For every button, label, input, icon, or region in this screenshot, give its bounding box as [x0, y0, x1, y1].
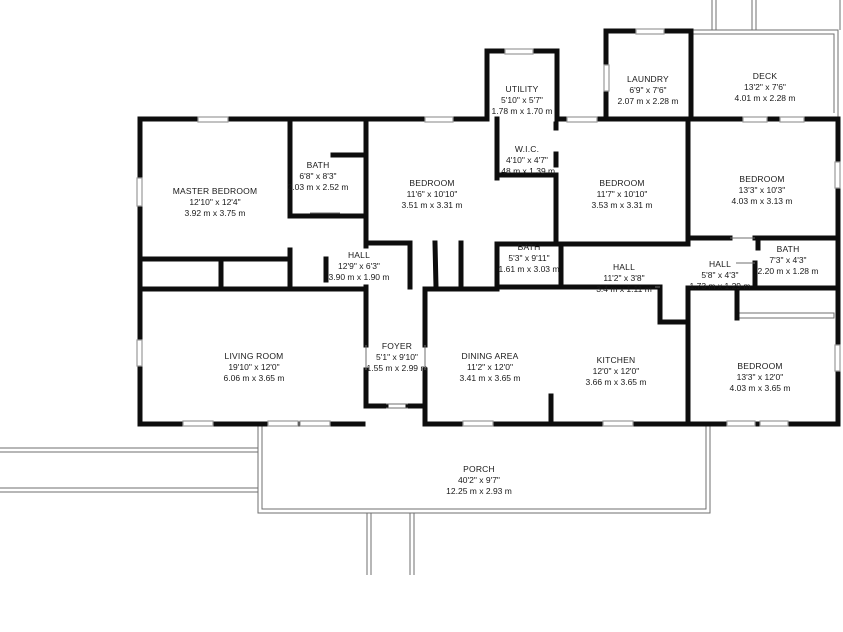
room-metric: 6.06 m x 3.65 m	[223, 373, 285, 383]
room-imperial: 12'0" x 12'0"	[592, 366, 640, 376]
room-bedroom-2: BEDROOM 11'7" x 10'10" 3.53 m x 3.31 m	[592, 178, 653, 211]
room-imperial: 19'10" x 12'0"	[228, 362, 280, 372]
room-utility: UTILITY 5'10" x 5'7" 1.78 m x 1.70 m	[492, 84, 553, 117]
room-name: BEDROOM	[739, 174, 785, 184]
room-name: BATH	[776, 244, 800, 254]
room-metric: 3.4 m x 1.11 m	[596, 284, 652, 294]
room-name: BATH	[517, 242, 541, 252]
room-name: MASTER BEDROOM	[172, 186, 258, 196]
room-bedroom-4: BEDROOM 13'3" x 12'0" 4.03 m x 3.65 m	[730, 361, 791, 394]
room-name: UTILITY	[505, 84, 539, 94]
room-wic: W.I.C. 4'10" x 4'7" .48 m x 1.39 m	[499, 144, 555, 177]
room-laundry: LAUNDRY 6'9" x 7'6" 2.07 m x 2.28 m	[618, 74, 679, 107]
room-hall-2: HALL 11'2" x 3'8" 3.4 m x 1.11 m	[596, 262, 652, 295]
room-name: KITCHEN	[596, 355, 636, 365]
room-metric: 12.25 m x 2.93 m	[446, 486, 512, 496]
room-imperial: 5'1" x 9'10"	[376, 352, 418, 362]
room-kitchen: KITCHEN 12'0" x 12'0" 3.66 m x 3.65 m	[586, 355, 647, 388]
room-hall-1: HALL 12'9" x 6'3" 3.90 m x 1.90 m	[329, 250, 390, 283]
room-metric: 1.61 m x 3.03 m	[498, 264, 560, 274]
room-imperial: 5'3" x 9'11"	[508, 253, 550, 263]
room-name: HALL	[347, 250, 371, 260]
room-name: BEDROOM	[409, 178, 455, 188]
room-metric: 3.41 m x 3.65 m	[459, 373, 521, 383]
room-dining-area: DINING AREA 11'2" x 12'0" 3.41 m x 3.65 …	[460, 351, 521, 384]
room-metric: 1.55 m x 2.99 m	[366, 363, 428, 373]
room-name: DINING AREA	[461, 351, 519, 361]
room-imperial: 6'8" x 8'3"	[299, 171, 337, 181]
room-imperial: 12'9" x 6'3"	[338, 261, 380, 271]
room-metric: 2.20 m x 1.28 m	[757, 266, 819, 276]
room-bath-2: BATH 5'3" x 9'11" 1.61 m x 3.03 m	[499, 242, 560, 275]
room-imperial: 11'6" x 10'10"	[406, 189, 458, 199]
room-bath-3: BATH 7'3" x 4'3" 2.20 m x 1.28 m	[758, 244, 819, 277]
room-imperial: 11'7" x 10'10"	[596, 189, 648, 199]
room-imperial: 40'2" x 9'7"	[458, 475, 500, 485]
room-deck: DECK 13'2" x 7'6" 4.01 m x 2.28 m	[735, 71, 796, 104]
room-imperial: 7'3" x 4'3"	[769, 255, 807, 265]
room-name: HALL	[708, 259, 732, 269]
room-master-bedroom: MASTER BEDROOM 12'10" x 12'4" 3.92 m x 3…	[173, 186, 258, 219]
room-name: DECK	[752, 71, 778, 81]
room-living-room: LIVING ROOM 19'10" x 12'0" 6.06 m x 3.65…	[224, 351, 285, 384]
room-hall-3: HALL 5'8" x 4'3" 1.73 m x 1.29 m	[690, 259, 751, 292]
room-name: HALL	[612, 262, 636, 272]
door-markers	[310, 212, 755, 409]
room-name: BEDROOM	[599, 178, 645, 188]
thin-outlines	[0, 0, 841, 575]
room-metric: 4.01 m x 2.28 m	[734, 93, 796, 103]
windows	[136, 28, 841, 427]
room-name: BEDROOM	[737, 361, 783, 371]
room-metric: 3.53 m x 3.31 m	[591, 200, 653, 210]
room-imperial: 5'10" x 5'7"	[501, 95, 543, 105]
room-metric: 2.03 m x 2.52 m	[287, 182, 349, 192]
room-bedroom-3: BEDROOM 13'3" x 10'3" 4.03 m x 3.13 m	[732, 174, 793, 207]
room-foyer: FOYER 5'1" x 9'10" 1.55 m x 2.99 m	[367, 341, 428, 374]
room-metric: 3.51 m x 3.31 m	[401, 200, 463, 210]
room-metric: 1.73 m x 1.29 m	[689, 281, 751, 291]
room-metric: 4.03 m x 3.65 m	[729, 383, 791, 393]
room-metric: 1.78 m x 1.70 m	[491, 106, 553, 116]
room-imperial: 6'9" x 7'6"	[629, 85, 667, 95]
room-metric: 4.03 m x 3.13 m	[731, 196, 793, 206]
room-metric: 3.90 m x 1.90 m	[328, 272, 390, 282]
room-name: PORCH	[463, 464, 495, 474]
room-name: BATH	[306, 160, 330, 170]
room-imperial: 13'3" x 10'3"	[738, 185, 786, 195]
room-imperial: 5'8" x 4'3"	[701, 270, 739, 280]
room-metric: 3.66 m x 3.65 m	[585, 377, 647, 387]
room-name: LAUNDRY	[627, 74, 669, 84]
room-metric: 3.92 m x 3.75 m	[184, 208, 246, 218]
room-imperial: 13'3" x 12'0"	[736, 372, 784, 382]
room-name: W.I.C.	[514, 144, 540, 154]
room-imperial: 13'2" x 7'6"	[744, 82, 786, 92]
room-porch: PORCH 40'2" x 9'7" 12.25 m x 2.93 m	[446, 464, 512, 497]
room-metric: .48 m x 1.39 m	[498, 166, 556, 176]
room-imperial: 4'10" x 4'7"	[506, 155, 548, 165]
room-imperial: 12'10" x 12'4"	[189, 197, 241, 207]
room-bedroom-1: BEDROOM 11'6" x 10'10" 3.51 m x 3.31 m	[402, 178, 463, 211]
room-name: FOYER	[381, 341, 413, 351]
room-metric: 2.07 m x 2.28 m	[617, 96, 679, 106]
room-imperial: 11'2" x 12'0"	[466, 362, 513, 372]
room-name: LIVING ROOM	[224, 351, 284, 361]
room-imperial: 11'2" x 3'8"	[603, 273, 645, 283]
room-bath-1: BATH 6'8" x 8'3" 2.03 m x 2.52 m	[288, 160, 349, 193]
